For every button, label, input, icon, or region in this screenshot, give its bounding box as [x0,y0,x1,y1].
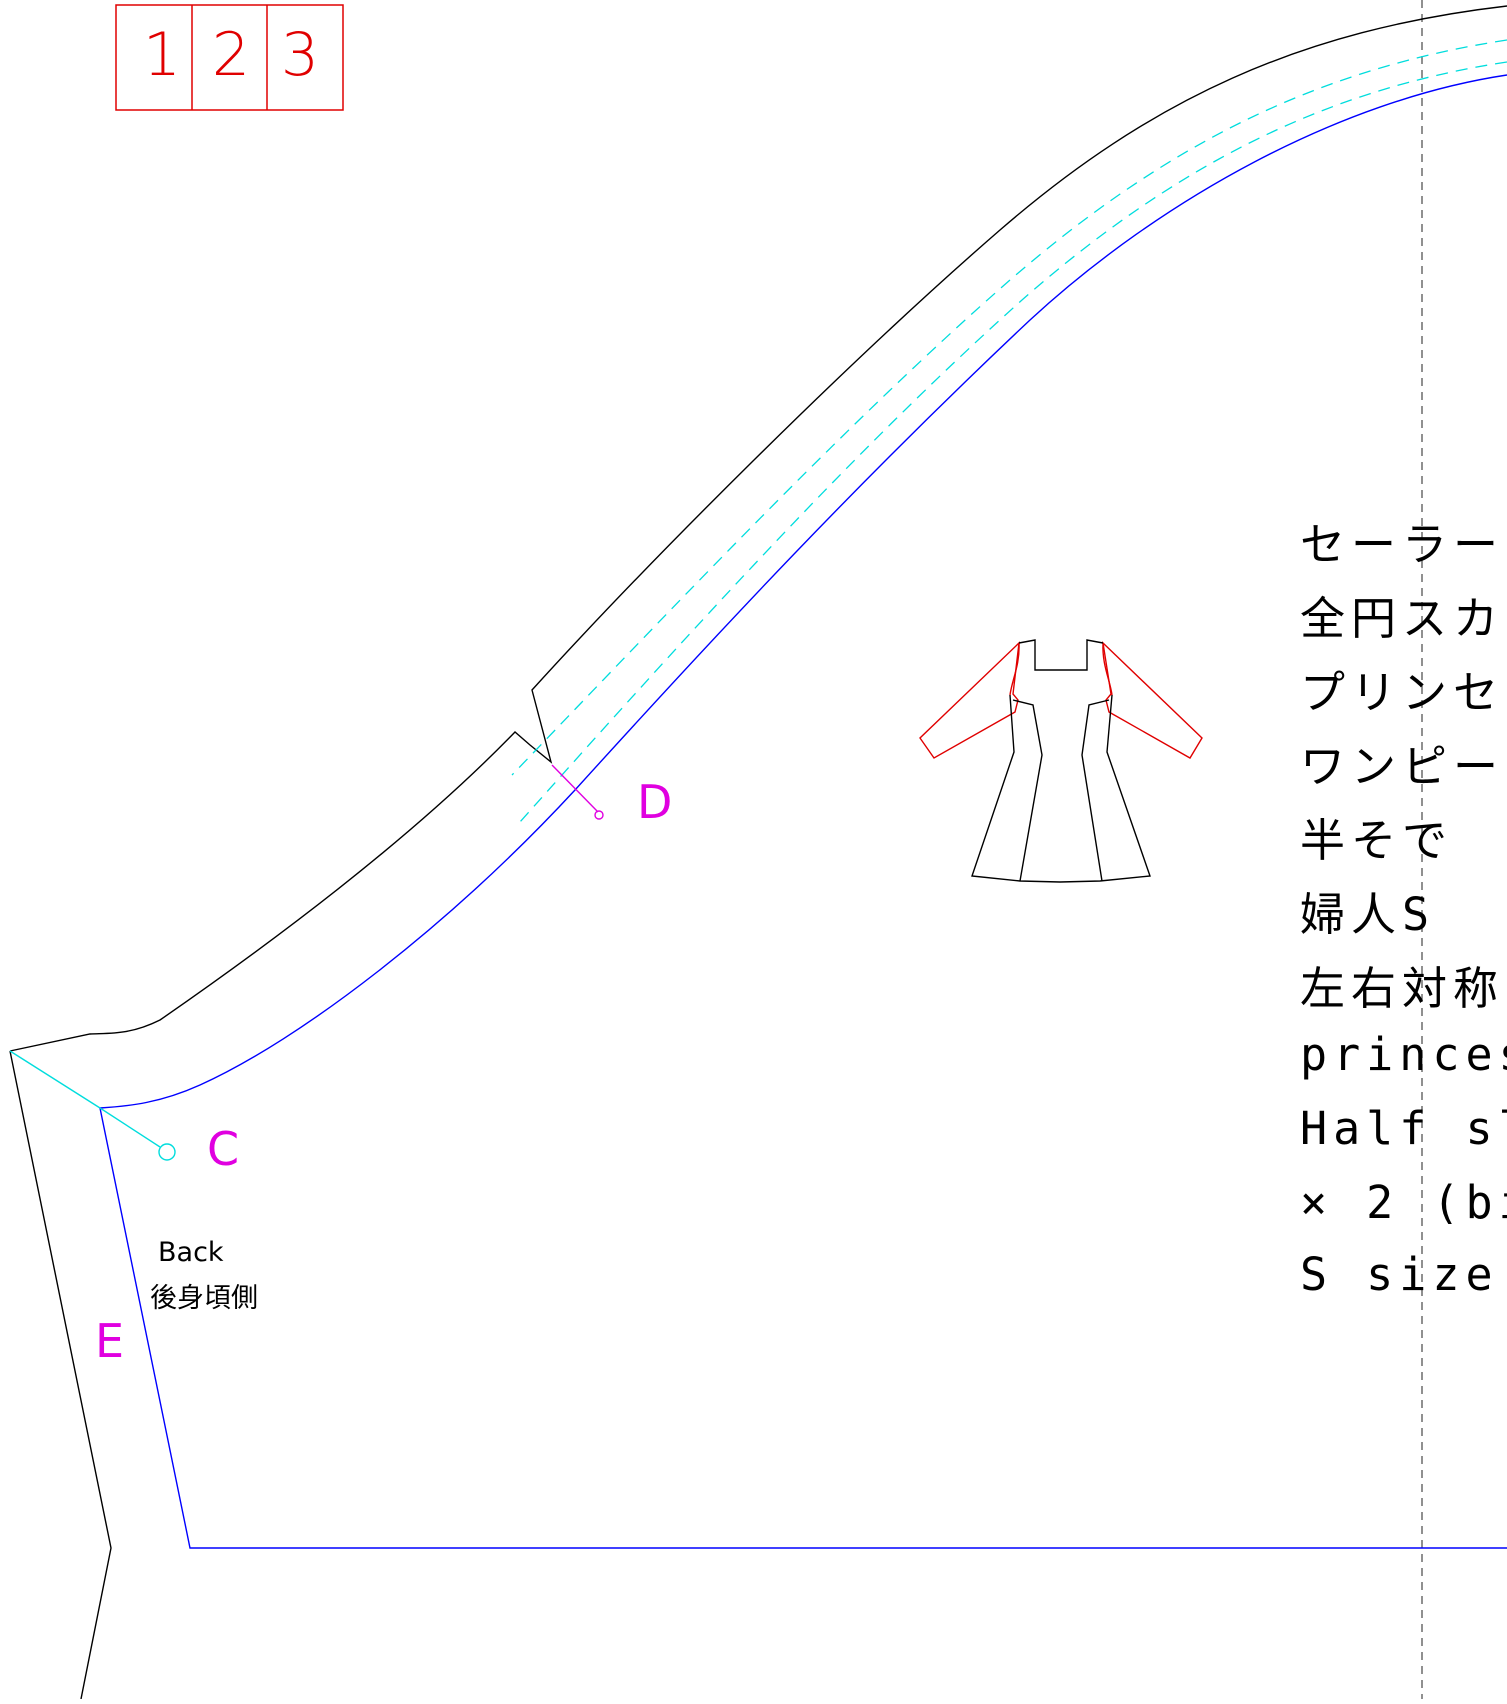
page-grid-cell-2: 2 [212,20,250,90]
notch-c-label: C [207,1122,239,1176]
notch-c: C [9,1050,239,1176]
spec-line-3: プリンセ [1300,666,1504,719]
side-label-ja: 後身頃側 [150,1283,258,1314]
spec-line-5: 半そで [1300,814,1453,867]
spec-line-9: Half sle [1300,1102,1507,1155]
dress-thumbnail [919,639,1203,883]
spec-line-8: princess [1300,1028,1507,1081]
page-grid-cell-1: 1 [143,20,181,90]
notch-c-leader [99,1107,161,1148]
spec-line-7: 左右対称 [1300,962,1504,1015]
spec-line-10: × 2 (bil [1300,1176,1507,1229]
spec-line-4: ワンピー [1300,740,1504,793]
side-label-en: Back [158,1237,224,1268]
notch-c-dot [158,1143,176,1161]
dress-right-panel-seam [1081,699,1110,882]
dress-left-princess-seam [1009,642,1020,696]
spec-line-1: セーラー [1300,518,1504,571]
page-grid-frame [115,4,344,111]
dress-right-princess-seam [1102,642,1113,696]
dress-left-panel-seam [1012,699,1043,882]
dress-left-sleeve [919,641,1020,759]
dress-body-outline [971,639,1151,883]
page-grid-cell-3: 3 [281,20,319,90]
notch-d-label: D [637,775,672,829]
notch-d-leader [551,764,599,813]
notch-e-label: E [95,1314,124,1368]
notch-d: D [551,764,672,829]
stitch-guide-outer [511,39,1507,776]
cut-line-side [9,1050,112,1700]
dress-right-sleeve [1101,641,1203,759]
spec-text-block: セーラー 全円スカ プリンセ ワンピー 半そで 婦人S 左右対称 princes… [1300,518,1507,1301]
notch-c-corner-line [9,1050,101,1109]
seam-line [99,74,1507,1549]
notch-d-dot [594,810,604,820]
spec-line-11: S size [1300,1248,1499,1301]
spec-line-2: 全円スカ [1300,592,1504,645]
stitch-guide-inner [519,61,1507,823]
spec-line-6: 婦人S [1300,888,1435,941]
page-grid: 1 2 3 [115,4,344,111]
cut-line-upper [9,5,1507,1052]
